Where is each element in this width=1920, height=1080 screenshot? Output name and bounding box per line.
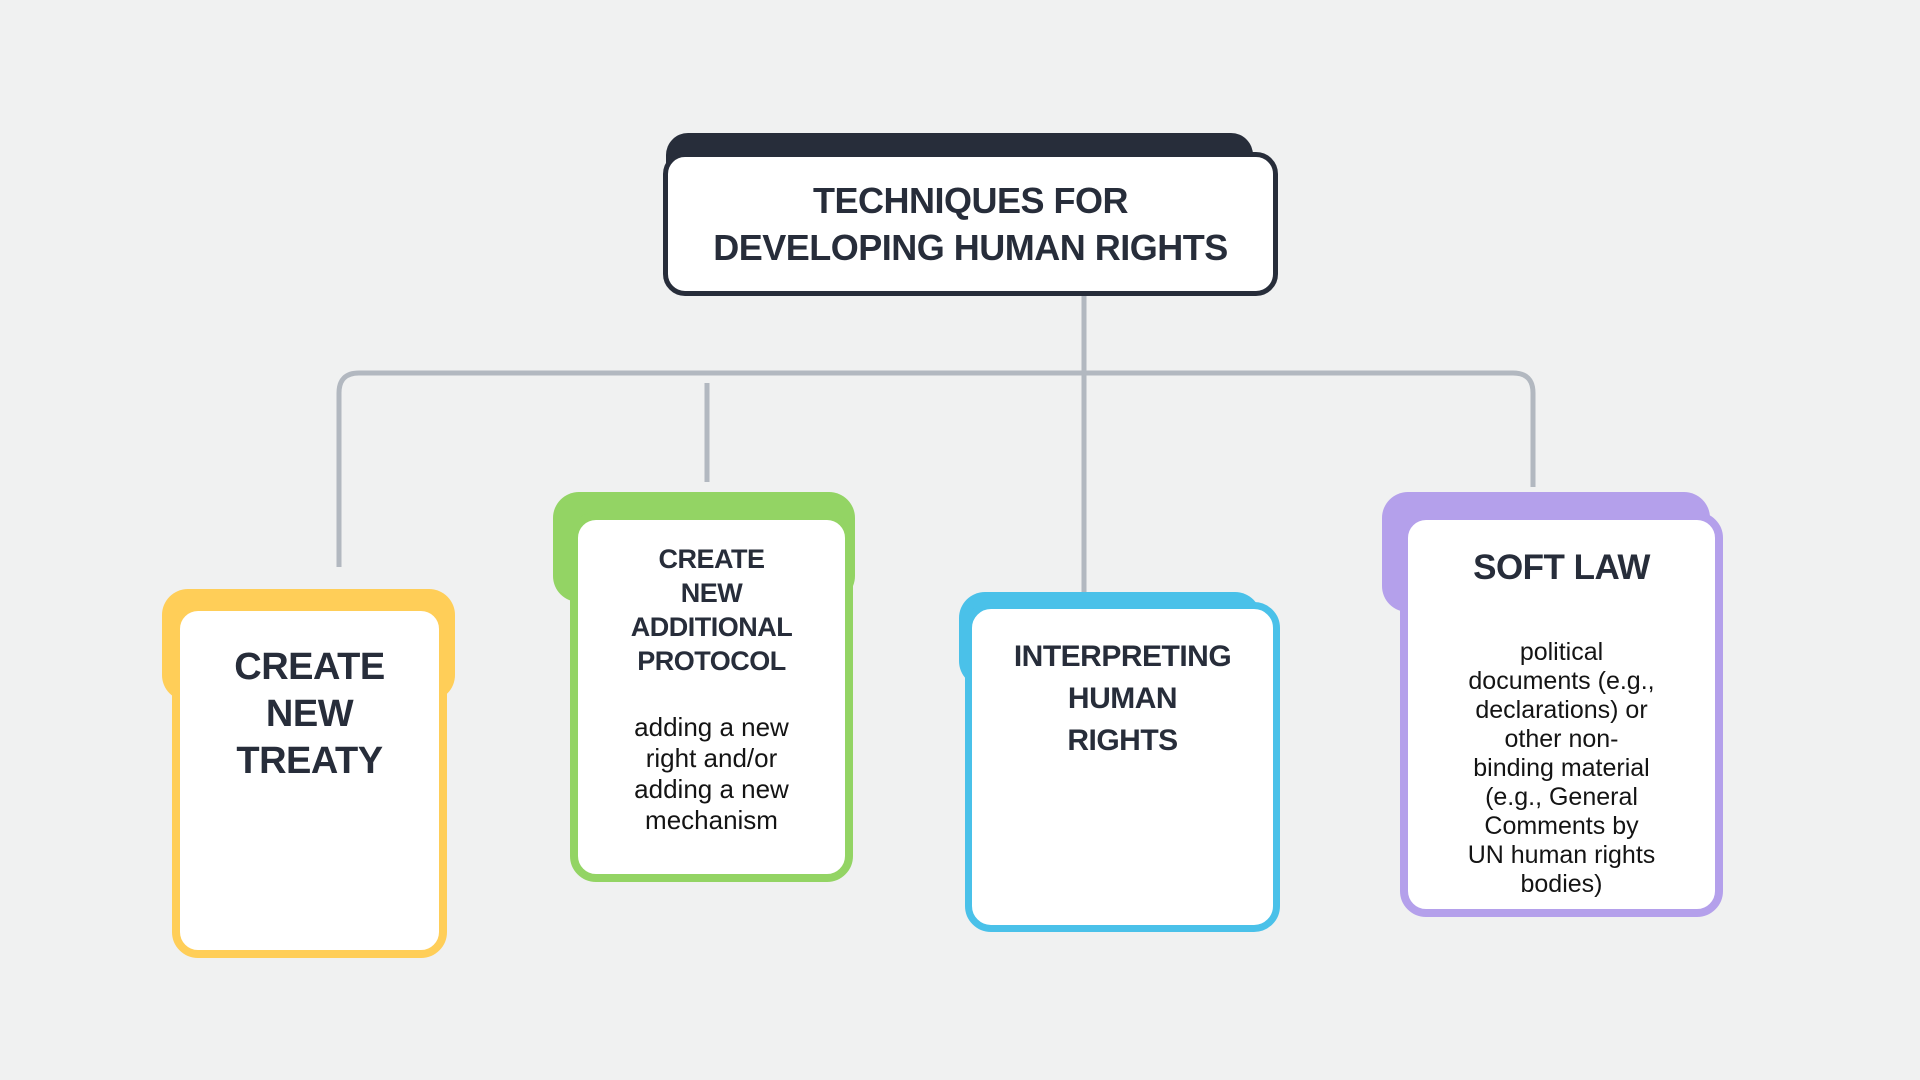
node-title: INTERPRETING HUMAN RIGHTS xyxy=(1013,640,1232,757)
node-soft-law: SOFT LAW political documents (e.g., decl… xyxy=(1400,512,1723,917)
node-create-new-treaty: CREATE NEW TREATY xyxy=(172,603,447,958)
root-node: TECHNIQUES FOR DEVELOPING HUMAN RIGHTS xyxy=(663,152,1278,296)
node-create-new-additional-protocol: CREATE NEW ADDITIONAL PROTOCOL adding a … xyxy=(570,512,853,882)
node-body: political documents (e.g., declarations)… xyxy=(1467,638,1656,898)
node-title: CREATE NEW TREATY xyxy=(234,646,385,782)
node-interpreting-human-rights: INTERPRETING HUMAN RIGHTS xyxy=(965,602,1280,932)
branch-rail-connector xyxy=(336,370,1536,567)
root-node-title: TECHNIQUES FOR DEVELOPING HUMAN RIGHTS xyxy=(713,180,1228,268)
node-body: adding a new right and/or adding a new m… xyxy=(634,712,789,835)
node-title: CREATE NEW ADDITIONAL PROTOCOL xyxy=(630,544,793,676)
node-title: SOFT LAW xyxy=(1473,548,1650,587)
